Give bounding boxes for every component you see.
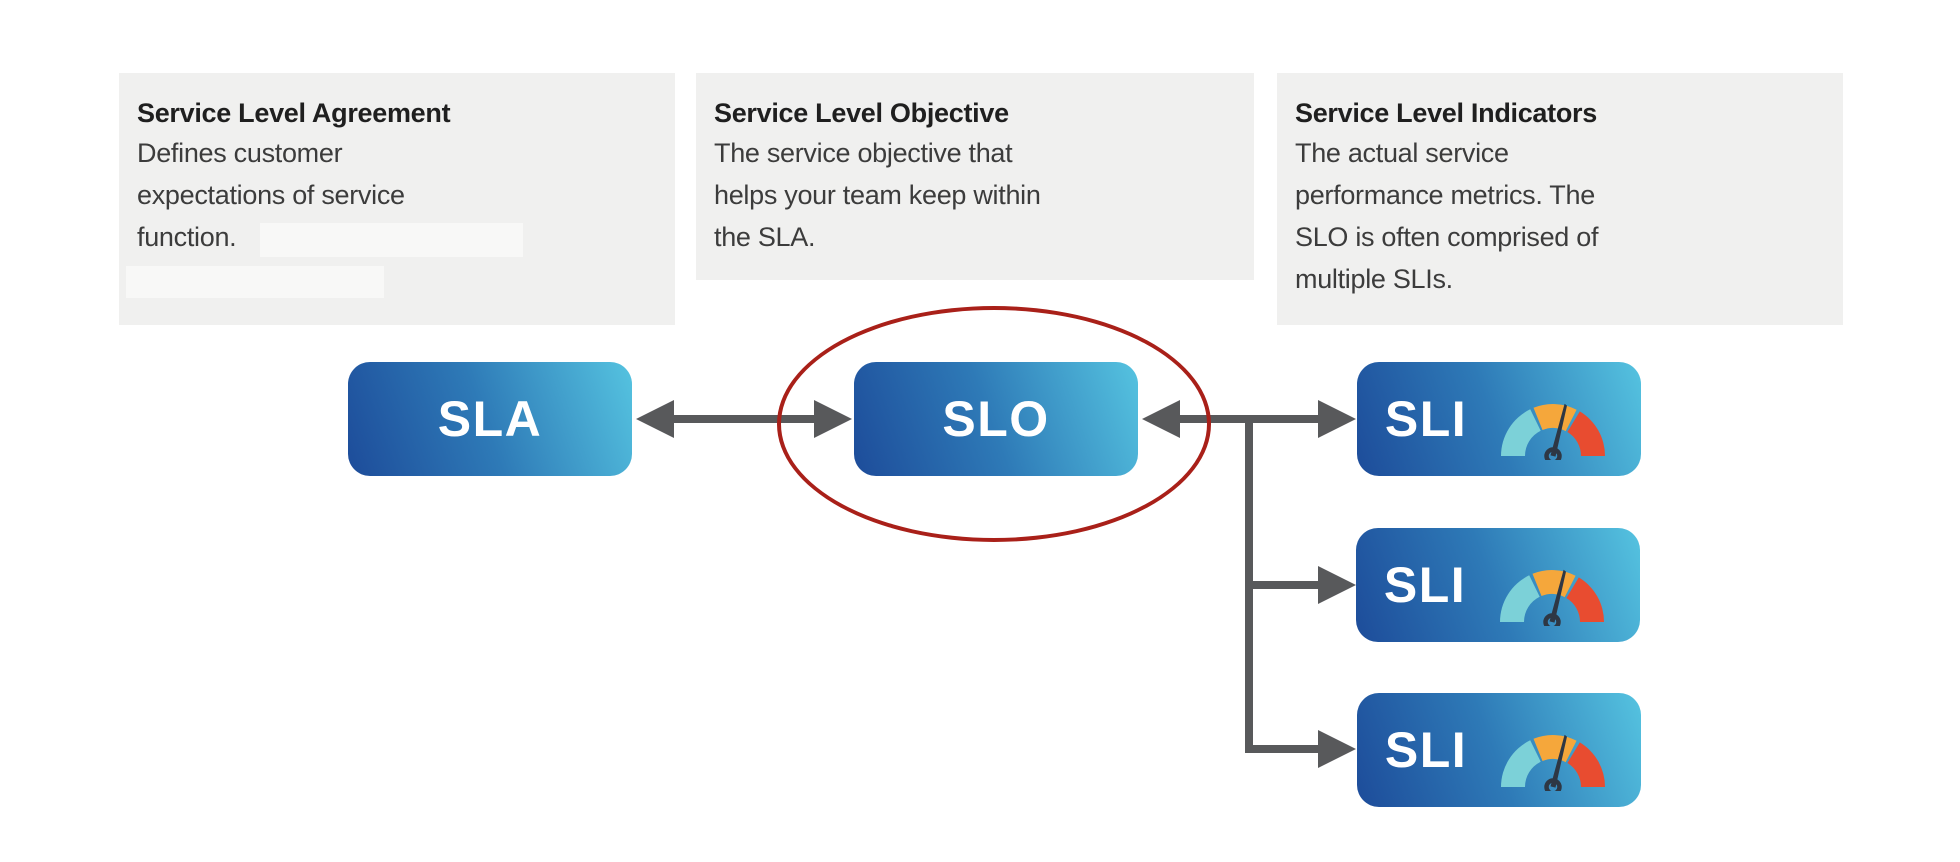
card-sli-line: multiple SLIs. [1295, 264, 1453, 294]
card-sla-line: Defines customer [137, 138, 343, 168]
card-sla-line: function. [137, 222, 237, 252]
card-slo-title: Service Level Objective [714, 98, 1009, 128]
node-sla-label: SLA [437, 391, 543, 447]
card-sli-line: SLO is often comprised of [1295, 222, 1599, 252]
card-sla-line: expectations of service [137, 180, 405, 210]
arrowhead-left-icon [1142, 400, 1180, 438]
node-sli-label: SLI [1384, 391, 1468, 447]
arrow-sla-slo-line [668, 415, 818, 423]
gauge-icon [1501, 734, 1606, 791]
card-slo-line: The service objective that [714, 138, 1013, 168]
card-slo-line: helps your team keep within [714, 180, 1041, 210]
node-sli-2: SLI [1356, 528, 1640, 642]
card-sli-line: performance metrics. The [1295, 180, 1595, 210]
node-slo-label: SLO [942, 391, 1050, 447]
node-sli-1: SLI [1357, 362, 1641, 476]
card-slo-definition: Service Level Objective The service obje… [696, 73, 1254, 280]
card-sli-line: The actual service [1295, 138, 1509, 168]
card-slo-line: the SLA. [714, 222, 816, 252]
arrowhead-right-icon [1318, 566, 1356, 604]
redacted-text-block [126, 266, 384, 298]
card-sli-definition: Service Level Indicators The actual serv… [1277, 73, 1843, 325]
node-sli-3: SLI [1357, 693, 1641, 807]
branch-sli3-line [1249, 745, 1320, 753]
node-sli-label: SLI [1383, 557, 1467, 613]
branch-sli2-line [1249, 581, 1320, 589]
arrowhead-right-icon [1318, 730, 1356, 768]
redacted-text-block [260, 223, 523, 257]
card-sla-definition: Service Level Agreement Defines customer… [119, 73, 675, 325]
arrowhead-right-icon [1318, 400, 1356, 438]
arrowhead-left-icon [636, 400, 674, 438]
card-sla-title: Service Level Agreement [137, 98, 451, 128]
node-sli-label: SLI [1384, 722, 1468, 778]
node-slo: SLO [854, 362, 1138, 476]
node-sla: SLA [348, 362, 632, 476]
gauge-icon [1501, 403, 1606, 460]
arrowhead-right-icon [814, 400, 852, 438]
gauge-icon [1500, 569, 1605, 626]
card-sli-title: Service Level Indicators [1295, 98, 1597, 128]
